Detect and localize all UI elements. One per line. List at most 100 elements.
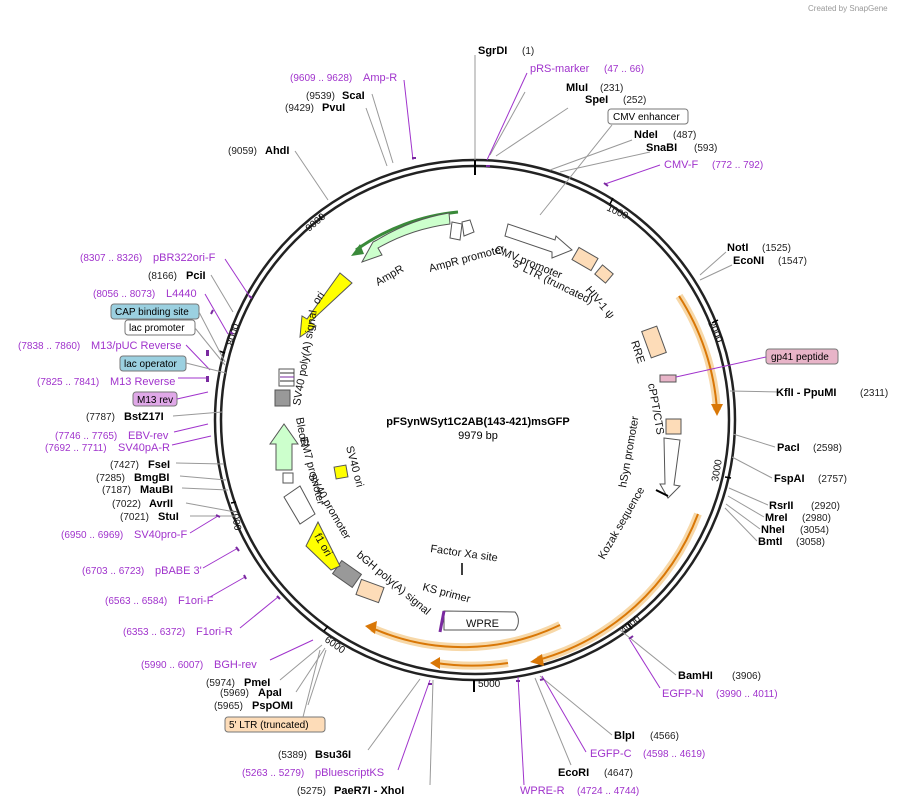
wpre-feature [438, 610, 519, 633]
box-5ltr-truncated: 5' LTR (truncated) [224, 716, 326, 733]
enzyme-rsrii: RsrII [769, 500, 793, 512]
svg-text:CMV enhancer: CMV enhancer [613, 112, 680, 123]
primer-sv40pro-f-pos: (6950 .. 6969) [61, 530, 123, 541]
enzyme-nhei-pos: (3054) [800, 525, 829, 536]
sv40-ori-box [333, 464, 349, 480]
box-lac-operator: lac operator [119, 355, 187, 372]
enzyme-bmgbi: BmgBI [134, 472, 169, 484]
enzyme-avrii: AvrII [149, 498, 173, 510]
enzyme-kfli-ppumi: KflI - PpuMI [776, 387, 837, 399]
enzyme-pcii-pos: (8166) [148, 271, 177, 282]
primer-pbabe3-pos: (6703 .. 6723) [82, 566, 144, 577]
ltr-arrow-bottom [365, 621, 562, 652]
primer-sv40pa-r-pos: (7692 .. 7711) [45, 443, 107, 454]
sv40-polya-label: SV40 poly(A) signal [291, 309, 320, 406]
enzyme-ecori: EcoRI [558, 767, 589, 779]
ampr-promoter-label: AmpR promoter [428, 243, 506, 275]
enzyme-fsei-pos: (7427) [110, 460, 139, 471]
enzyme-bamhi: BamHI [678, 670, 713, 682]
primer-f1ori-r: F1ori-R [196, 626, 233, 638]
primer-m13-reverse-pos: (7825 .. 7841) [37, 377, 99, 388]
primer-ebv-rev-pos: (7746 .. 7765) [55, 431, 117, 442]
enzyme-leaders [172, 91, 781, 786]
enzyme-spei: SpeI [585, 94, 608, 106]
svg-text:5' LTR (truncated): 5' LTR (truncated) [229, 720, 309, 731]
enzyme-paer7i-xhoi-pos: (5275) [297, 786, 326, 797]
primer-f1ori-f-pos: (6563 .. 6584) [105, 596, 167, 607]
enzyme-ndei-pos: (487) [673, 130, 696, 141]
enzyme-paer7i-xhoi: PaeR7I - XhoI [334, 785, 404, 797]
tick-label-1000: 1000 [605, 203, 630, 223]
enzyme-kfli-ppumi-pos: (2311) [860, 388, 888, 399]
primer-ebv-rev: EBV-rev [128, 430, 169, 442]
bleor-feature [269, 423, 299, 484]
box-lac-promoter: lac promoter [124, 319, 196, 336]
plasmid-title: pFSynWSyt1C2AB(143-421)msGFP [386, 416, 569, 428]
primer-amp-r-pos: (9609 .. 9628) [290, 73, 352, 84]
rre-label: RRE [628, 339, 647, 365]
enzyme-stui-pos: (7021) [120, 512, 149, 523]
tick-label-7000: 7000 [228, 508, 243, 532]
tick-label-3000: 3000 [710, 458, 725, 482]
enzyme-bmgbi-pos: (7285) [96, 473, 125, 484]
enzyme-fspai-pos: (2757) [818, 474, 847, 485]
hsyn-label: hSyn promoter [617, 415, 641, 488]
svg-text:M13 rev: M13 rev [137, 395, 173, 406]
primer-m13-reverse: M13 Reverse [110, 376, 175, 388]
primer-wpre-r: WPRE-R [520, 785, 565, 797]
ltr-arrow-bottom-2 [430, 657, 509, 670]
cap-leader [198, 311, 226, 363]
enzyme-nhei: NheI [761, 524, 785, 536]
enzyme-pcii: PciI [186, 270, 206, 282]
kozak-label: Kozak sequence [596, 485, 647, 561]
primer-egfp-c-pos: (4598 .. 4619) [643, 749, 705, 760]
svg-text:lac operator: lac operator [124, 359, 177, 370]
ori-feature [299, 272, 353, 339]
plasmid-size: 9979 bp [458, 430, 498, 442]
enzyme-bsu36i: Bsu36I [315, 749, 351, 761]
ampr-label: AmpR [374, 263, 407, 289]
primer-wpre-r-pos: (4724 .. 4744) [577, 786, 639, 797]
primer-cmv-f: CMV-F [664, 159, 699, 171]
enzyme-mlui-pos: (231) [600, 83, 623, 94]
enzyme-sgrdi: SgrDI [478, 45, 507, 57]
primer-m13-puc-reverse-pos: (7838 .. 7860) [18, 341, 80, 352]
enzyme-noti-pos: (1525) [762, 243, 791, 254]
primer-f1ori-r-pos: (6353 .. 6372) [123, 627, 185, 638]
tick-label-5000: 5000 [478, 679, 501, 690]
enzyme-apai: ApaI [258, 687, 282, 699]
primer-m13-puc-reverse: M13/pUC Reverse [91, 340, 181, 352]
tick-marks [218, 197, 732, 692]
enzyme-noti: NotI [727, 242, 748, 254]
enzyme-bmti-pos: (3058) [796, 537, 825, 548]
box-m13-rev: M13 rev [132, 391, 178, 407]
primer-bgh-rev-pos: (5990 .. 6007) [141, 660, 203, 671]
cmv-promoter-feature [504, 223, 573, 259]
enzyme-pmei: PmeI [244, 677, 270, 689]
enzyme-spei-pos: (252) [623, 95, 646, 106]
enzyme-econi-pos: (1547) [778, 256, 807, 267]
enzyme-scai: ScaI [342, 90, 365, 102]
enzyme-fspai: FspAI [774, 473, 805, 485]
box-gp41-peptide: gp41 peptide [765, 348, 839, 365]
enzyme-pmei-pos: (5974) [206, 678, 235, 689]
enzyme-bstz17i: BstZ17I [124, 411, 164, 423]
enzyme-ndei: NdeI [634, 129, 658, 141]
enzyme-stui: StuI [158, 511, 179, 523]
svg-text:lac promoter: lac promoter [129, 323, 185, 334]
ltr-trunc-box [571, 246, 614, 284]
watermark: Created by SnapGene [808, 4, 888, 13]
primer-l4440: L4440 [166, 288, 197, 300]
enzyme-ahdi-pos: (9059) [228, 146, 257, 157]
primer-egfp-n-pos: (3990 .. 4011) [716, 689, 778, 700]
ampr-feature [360, 212, 475, 263]
lac-promoter-leader [194, 327, 226, 366]
primer-pbabe3: pBABE 3' [155, 565, 202, 577]
enzyme-rsrii-pos: (2920) [811, 501, 840, 512]
primer-pbr322ori-f: pBR322ori-F [153, 252, 216, 264]
enzyme-paci-pos: (2598) [813, 443, 842, 454]
enzyme-pvui-pos: (9429) [285, 103, 314, 114]
primer-prs-marker: pRS-marker [530, 63, 590, 75]
tick-label-8000: 8000 [225, 322, 241, 347]
